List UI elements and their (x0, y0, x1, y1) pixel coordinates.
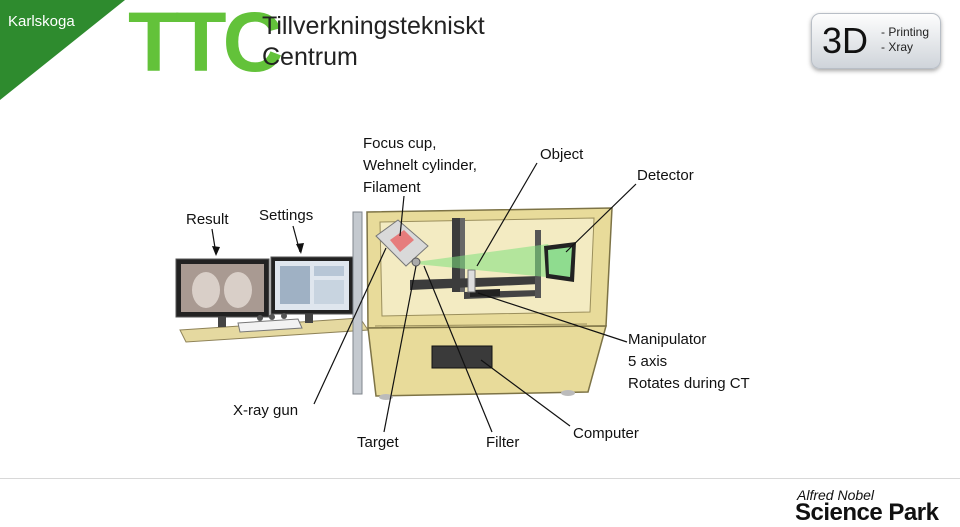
label-manipulator: Manipulator (628, 331, 707, 348)
label-filament: Filament (363, 179, 421, 196)
object-sample (467, 269, 476, 293)
label-result: Result (186, 211, 229, 228)
support-pole (352, 211, 363, 395)
xray-beam (416, 244, 566, 279)
manipulator (470, 289, 500, 297)
result-monitor (175, 258, 270, 327)
logo-title-line2: Centrum (262, 43, 358, 71)
label-rotates: Rotates during CT (628, 375, 750, 392)
label-computer: Computer (573, 425, 639, 442)
label-settings: Settings (259, 207, 314, 224)
3d-badge: 3D - Printing - Xray (811, 13, 941, 69)
badge-title: 3D (822, 20, 869, 61)
settings-monitor (270, 256, 354, 323)
label-filter: Filter (486, 434, 520, 451)
computer-slot (431, 345, 493, 369)
brand-line2: Science Park (795, 499, 939, 526)
logo-title-line1: Tillverkningstekniskt (262, 12, 485, 40)
label-xray-gun: X-ray gun (233, 402, 299, 419)
label-target: Target (357, 434, 399, 451)
pointer-lines (211, 162, 637, 433)
badge-item-xray: - Xray (881, 40, 914, 54)
corner-banner (0, 0, 125, 100)
label-detector: Detector (637, 167, 694, 184)
xray-gun (375, 219, 429, 267)
footer-divider (0, 478, 960, 479)
vertical-rail (452, 218, 460, 292)
label-focus-cup: Focus cup, (363, 135, 437, 152)
brand-line1: Alfred Nobel (797, 487, 875, 503)
label-5-axis: 5 axis (628, 353, 668, 370)
badge-item-printing: - Printing (881, 25, 930, 39)
label-wehnelt-cylinder: Wehnelt cylinder, (363, 157, 477, 174)
label-object: Object (540, 146, 584, 163)
keyboard (237, 318, 303, 333)
ttc-logo: TTC (128, 0, 283, 89)
location-label: Karlskoga (8, 13, 75, 30)
